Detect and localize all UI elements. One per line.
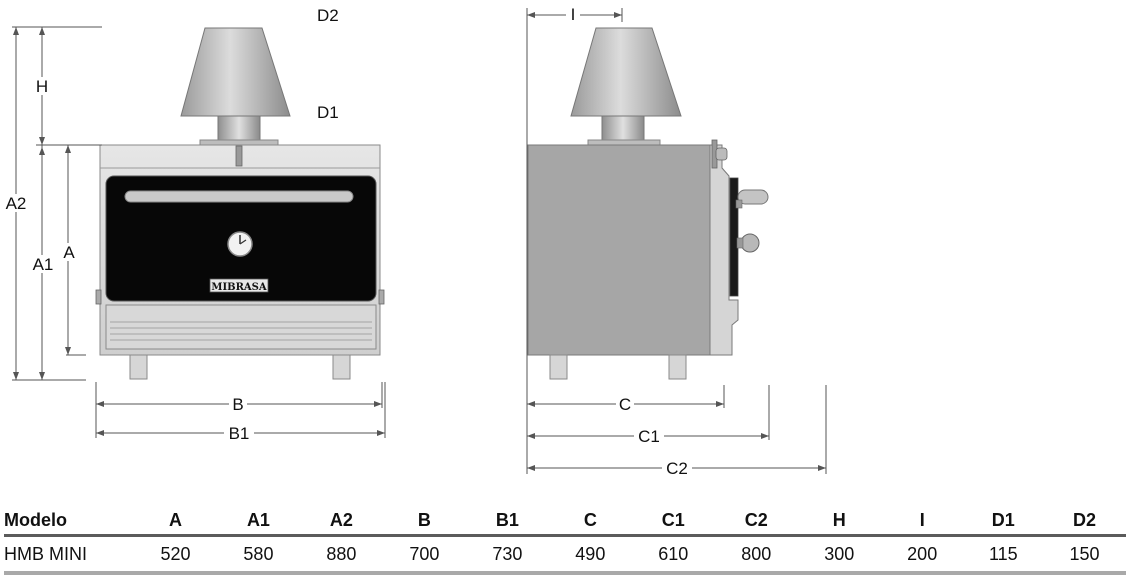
- label-A1: A1: [33, 255, 54, 274]
- side-chimney-cap: [570, 27, 682, 117]
- table-cell: 115: [963, 535, 1043, 575]
- side-dimension-labels: I C C1 C2: [566, 4, 692, 478]
- table-cell: 800: [714, 535, 798, 575]
- side-chimney-pipe: [601, 115, 645, 145]
- side-thermometer-knob: [740, 233, 760, 253]
- label-C1: C1: [638, 427, 660, 446]
- label-D1: D1: [317, 103, 339, 122]
- header-cell: A1: [216, 506, 300, 537]
- header-cell: C2: [714, 506, 798, 537]
- front-dimension-arrows: [13, 27, 385, 436]
- header-cell: B: [382, 506, 466, 537]
- table-row: HMB MINI 520 580 880 700 730 490 610 800…: [4, 535, 1126, 575]
- label-B: B: [232, 395, 243, 414]
- table-cell: 150: [1042, 535, 1126, 575]
- table-cell: 490: [548, 535, 632, 575]
- label-A: A: [63, 243, 75, 262]
- label-B1: B1: [229, 424, 250, 443]
- side-door-handle: [737, 189, 769, 205]
- table-cell: HMB MINI: [4, 535, 134, 575]
- oven-dimension-diagram: MIBRASA: [4, 4, 827, 478]
- front-foot-right: [332, 354, 351, 380]
- label-C2: C2: [666, 459, 688, 478]
- side-view: [527, 27, 769, 380]
- header-cell: I: [880, 506, 964, 537]
- header-cell: D1: [963, 506, 1043, 537]
- ash-drawer: [105, 304, 377, 350]
- door-handle: [124, 190, 354, 203]
- table-header-row: Modelo A A1 A2 B B1 C C1 C2 H I D1 D2: [4, 506, 1126, 537]
- dimensions-table: Modelo A A1 A2 B B1 C C1 C2 H I D1 D2 HM…: [4, 506, 1126, 575]
- table-cell: 580: [216, 535, 300, 575]
- front-dimension-labels: H A2 A1 A B B1 D2 D1: [4, 6, 339, 443]
- label-I: I: [571, 5, 576, 24]
- label-H: H: [36, 77, 48, 96]
- header-cell: A: [134, 506, 217, 537]
- side-dimension-arrows: [527, 12, 826, 471]
- header-cell: A2: [299, 506, 383, 537]
- label-D2: D2: [317, 6, 339, 25]
- header-cell: B1: [465, 506, 549, 537]
- side-foot-right: [668, 354, 687, 380]
- header-cell: H: [797, 506, 881, 537]
- label-A2: A2: [6, 194, 27, 213]
- side-foot-left: [549, 354, 568, 380]
- front-view: MIBRASA: [95, 27, 385, 380]
- side-oven-body: [527, 144, 711, 356]
- table-cell: 880: [299, 535, 383, 575]
- table-cell: 200: [880, 535, 964, 575]
- front-foot-left: [129, 354, 148, 380]
- table-cell: 700: [382, 535, 466, 575]
- header-cell: C: [548, 506, 632, 537]
- table-cell: 520: [134, 535, 217, 575]
- table-cell: 610: [631, 535, 715, 575]
- header-cell: C1: [631, 506, 715, 537]
- header-cell: D2: [1042, 506, 1126, 537]
- front-chimney-pipe: [217, 115, 261, 145]
- label-C: C: [619, 395, 631, 414]
- table-cell: 730: [465, 535, 549, 575]
- table-cell: 300: [797, 535, 881, 575]
- front-chimney-cap: [180, 27, 291, 117]
- brand-plate: [209, 278, 269, 293]
- brand-name: MIBRASA: [211, 282, 266, 293]
- header-cell: Modelo: [4, 506, 134, 537]
